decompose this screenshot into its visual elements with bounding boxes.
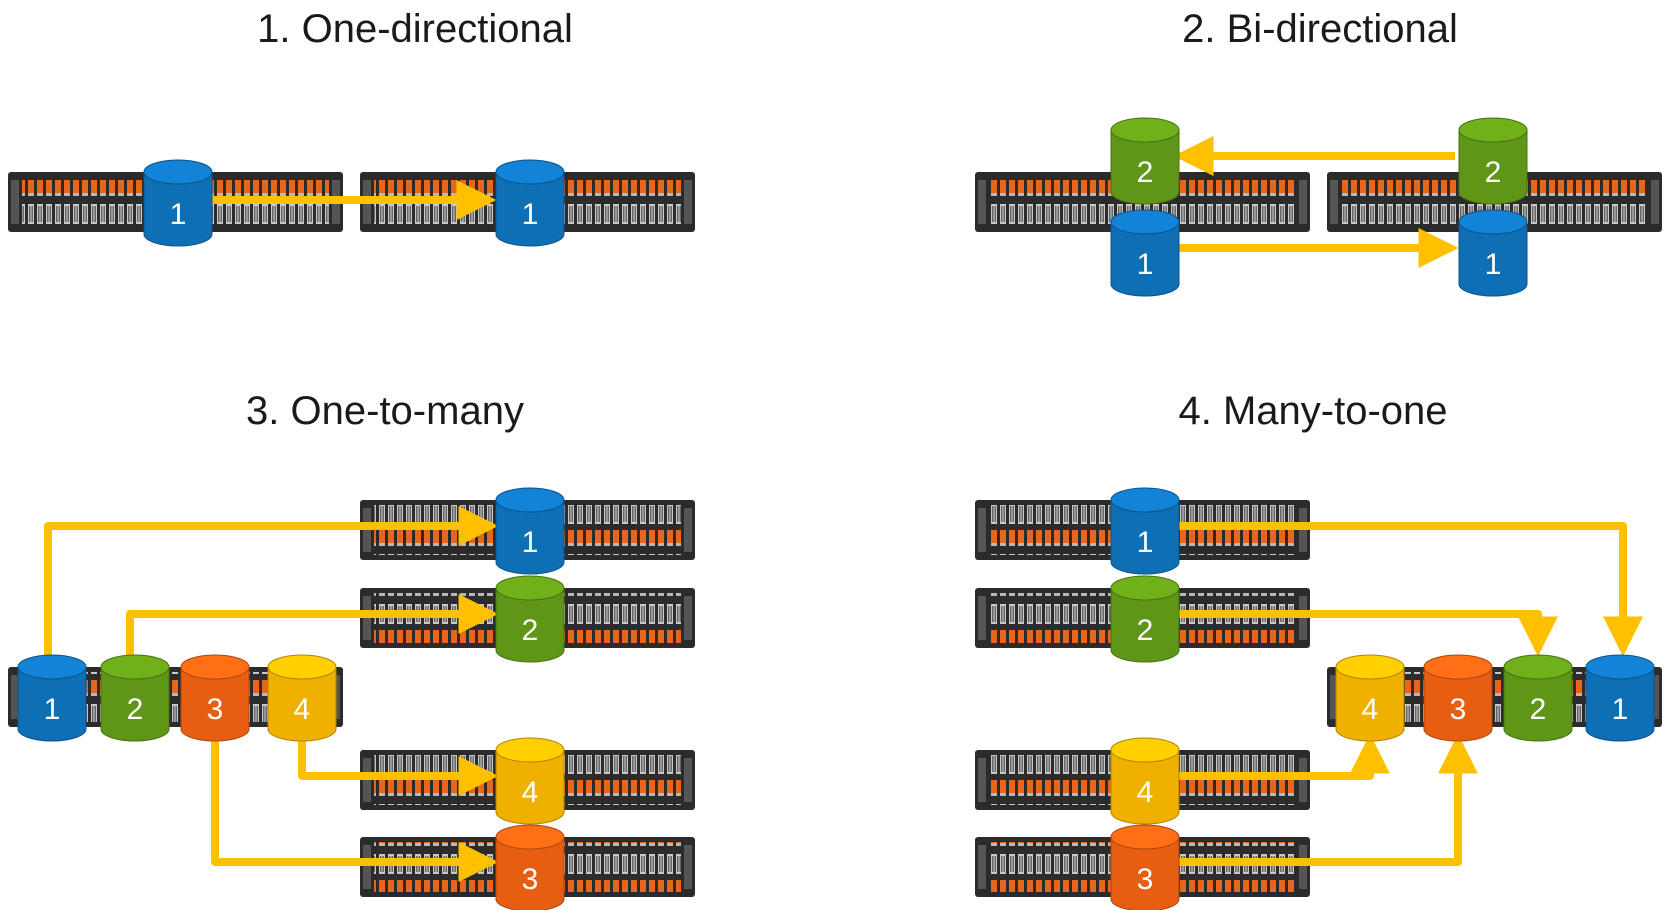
- p4-source-volume-2: 2: [1110, 575, 1180, 663]
- p4-arrow-volume-3: [1178, 733, 1390, 780]
- p4-source-volume-2-label: 2: [1137, 614, 1154, 647]
- p3-target-volume-3-label: 3: [522, 863, 539, 896]
- p4-target-volume-4-label: 3: [1450, 693, 1467, 726]
- panel-title-one-to-many: 3. One-to-many: [246, 389, 524, 433]
- p3-source-volume-2: 2: [100, 654, 170, 742]
- p2-left-volume-2: 2: [1110, 117, 1180, 205]
- p4-target-volume-2-label: 2: [1530, 693, 1547, 726]
- p4-source-volume-3: 4: [1110, 737, 1180, 825]
- p3-arrow-volume-3: [211, 730, 499, 882]
- p2-right-volume-2-label: 2: [1485, 156, 1502, 189]
- p1-target-volume-1: 1: [495, 159, 565, 247]
- p1-target-volume-1-label: 1: [522, 198, 539, 231]
- p3-source-volume-1: 1: [17, 654, 87, 742]
- p3-source-volume-4-label: 4: [294, 693, 311, 726]
- p2-right-volume-1-label: 1: [1485, 248, 1502, 281]
- p3-target-volume-3: 3: [495, 824, 565, 910]
- p4-target-volume-4: 3: [1423, 654, 1493, 742]
- p4-source-volume-1-label: 1: [1137, 526, 1154, 559]
- p2-right-volume-1: 1: [1458, 209, 1528, 297]
- p4-target-volume-3: 4: [1335, 654, 1405, 742]
- p3-arrow-volume-4: [298, 730, 499, 796]
- p3-target-volume-2-label: 2: [522, 614, 539, 647]
- p3-target-volume-4: 4: [495, 737, 565, 825]
- p4-arrow-volume-2: [1178, 610, 1558, 657]
- p4-arrow-volume-1: [1178, 522, 1643, 657]
- p1-source-volume-1: 1: [143, 159, 213, 247]
- panel-title-bi-directional: 2. Bi-directional: [1182, 7, 1458, 51]
- p2-left-volume-1-label: 1: [1137, 248, 1154, 281]
- panel-title-one-directional: 1. One-directional: [257, 7, 573, 51]
- p3-source-volume-2-label: 2: [127, 693, 144, 726]
- p3-source-volume-1-label: 1: [44, 693, 61, 726]
- p4-target-volume-2: 2: [1503, 654, 1573, 742]
- p3-target-volume-4-label: 4: [522, 776, 539, 809]
- p3-target-volume-1-label: 1: [522, 526, 539, 559]
- p3-arrow-volume-2: [126, 594, 499, 662]
- p3-source-volume-3-label: 3: [207, 693, 224, 726]
- p3-source-volume-3: 3: [180, 654, 250, 742]
- p1-source-volume-1-label: 1: [170, 198, 187, 231]
- p2-left-volume-1: 1: [1110, 209, 1180, 297]
- p3-target-volume-1: 1: [495, 487, 565, 575]
- p4-source-volume-4: 3: [1110, 824, 1180, 910]
- p2-right-volume-2: 2: [1458, 117, 1528, 205]
- p4-source-volume-3-label: 4: [1137, 776, 1154, 809]
- p3-arrow-volume-1: [44, 506, 499, 662]
- panel-title-many-to-one: 4. Many-to-one: [1178, 389, 1447, 433]
- p4-target-volume-1-label: 1: [1612, 693, 1629, 726]
- p4-target-volume-1: 1: [1585, 654, 1655, 742]
- p4-source-volume-4-label: 3: [1137, 863, 1154, 896]
- p3-target-volume-2: 2: [495, 575, 565, 663]
- p4-arrow-volume-4: [1178, 733, 1478, 866]
- p4-target-volume-3-label: 4: [1362, 693, 1379, 726]
- p3-source-volume-4: 4: [267, 654, 337, 742]
- p4-source-volume-1: 1: [1110, 487, 1180, 575]
- p2-left-volume-2-label: 2: [1137, 156, 1154, 189]
